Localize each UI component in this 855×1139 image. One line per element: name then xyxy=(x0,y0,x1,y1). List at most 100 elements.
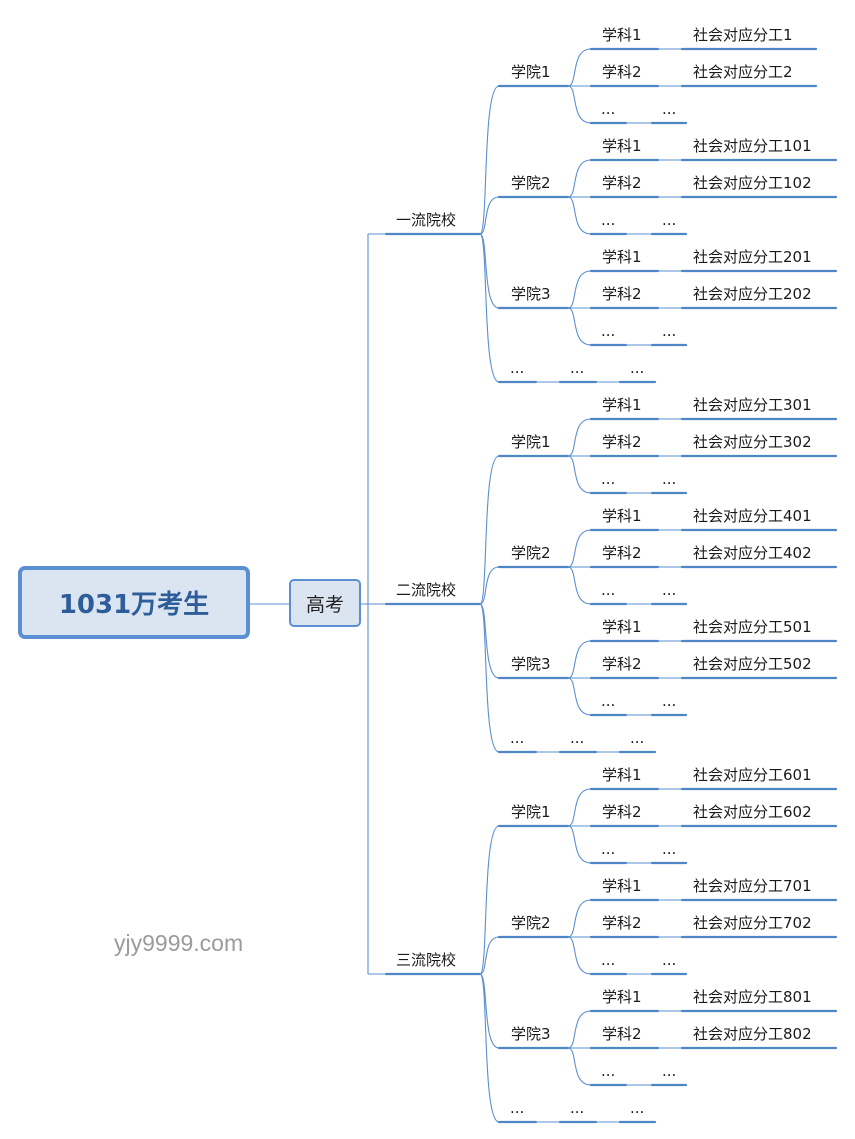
subject-label[interactable]: 学科2 xyxy=(602,174,642,192)
tier-label[interactable]: 三流院校 xyxy=(396,951,456,969)
division-more-label: ... xyxy=(662,581,676,599)
subject-label[interactable]: 学科2 xyxy=(602,544,642,562)
subject-label[interactable]: 学科1 xyxy=(602,507,642,525)
division-label[interactable]: 社会对应分工201 xyxy=(693,248,812,266)
subject-more-label: ... xyxy=(601,322,615,340)
division-label[interactable]: 社会对应分工2 xyxy=(693,63,793,81)
subject-more-label: ... xyxy=(601,100,615,118)
subject-more-label: ... xyxy=(601,581,615,599)
subject-connector xyxy=(567,270,592,309)
college-more-connector xyxy=(479,233,500,383)
root-node[interactable]: 1031万考生 xyxy=(18,566,250,639)
tier-label[interactable]: 一流院校 xyxy=(396,211,456,229)
division-more-label: ... xyxy=(662,322,676,340)
subject-more-connector xyxy=(567,825,592,864)
division-more-label: ... xyxy=(662,692,676,710)
college-label[interactable]: 学院3 xyxy=(511,285,551,303)
college-more-connector xyxy=(479,973,500,1123)
subject-label[interactable]: 学科1 xyxy=(602,618,642,636)
college-more-label-2: ... xyxy=(570,729,584,747)
tier-trunk xyxy=(361,234,369,974)
subject-connector xyxy=(567,788,592,827)
college-connector xyxy=(479,566,500,605)
division-label[interactable]: 社会对应分工702 xyxy=(693,914,812,932)
college-connector xyxy=(479,603,500,679)
division-label[interactable]: 社会对应分工302 xyxy=(693,433,812,451)
subject-label[interactable]: 学科2 xyxy=(602,285,642,303)
subject-label[interactable]: 学科1 xyxy=(602,766,642,784)
subject-label[interactable]: 学科2 xyxy=(602,803,642,821)
college-connector xyxy=(479,233,500,309)
tier-label[interactable]: 二流院校 xyxy=(396,581,456,599)
division-label[interactable]: 社会对应分工402 xyxy=(693,544,812,562)
division-label[interactable]: 社会对应分工401 xyxy=(693,507,812,525)
subject-label[interactable]: 学科1 xyxy=(602,137,642,155)
division-more-label: ... xyxy=(662,1062,676,1080)
division-more-label: ... xyxy=(662,211,676,229)
division-label[interactable]: 社会对应分工502 xyxy=(693,655,812,673)
subject-connector xyxy=(567,529,592,568)
subject-label[interactable]: 学科1 xyxy=(602,877,642,895)
subject-more-connector xyxy=(567,196,592,235)
college-connector xyxy=(479,825,500,975)
subject-more-label: ... xyxy=(601,1062,615,1080)
college-more-label-2: ... xyxy=(570,359,584,377)
college-label[interactable]: 学院1 xyxy=(511,803,551,821)
division-label[interactable]: 社会对应分工102 xyxy=(693,174,812,192)
subject-more-connector xyxy=(567,307,592,346)
college-connector xyxy=(479,936,500,975)
subject-label[interactable]: 学科2 xyxy=(602,914,642,932)
subject-connector xyxy=(567,899,592,938)
subject-label[interactable]: 学科2 xyxy=(602,1025,642,1043)
subject-more-label: ... xyxy=(601,211,615,229)
college-more-label-3: ... xyxy=(630,1099,644,1117)
college-connector xyxy=(479,455,500,605)
college-label[interactable]: 学院3 xyxy=(511,1025,551,1043)
college-label[interactable]: 学院2 xyxy=(511,544,551,562)
division-more-label: ... xyxy=(662,840,676,858)
division-label[interactable]: 社会对应分工501 xyxy=(693,618,812,636)
college-label[interactable]: 学院1 xyxy=(511,433,551,451)
subject-label[interactable]: 学科1 xyxy=(602,396,642,414)
subject-more-label: ... xyxy=(601,470,615,488)
college-label[interactable]: 学院1 xyxy=(511,63,551,81)
college-label[interactable]: 学院2 xyxy=(511,174,551,192)
division-label[interactable]: 社会对应分工301 xyxy=(693,396,812,414)
subject-connector xyxy=(567,640,592,679)
college-label[interactable]: 学院3 xyxy=(511,655,551,673)
division-more-label: ... xyxy=(662,100,676,118)
subject-label[interactable]: 学科1 xyxy=(602,988,642,1006)
subject-more-label: ... xyxy=(601,840,615,858)
division-label[interactable]: 社会对应分工701 xyxy=(693,877,812,895)
subject-connector xyxy=(567,159,592,198)
division-label[interactable]: 社会对应分工1 xyxy=(693,26,793,44)
subject-label[interactable]: 学科2 xyxy=(602,433,642,451)
subject-more-label: ... xyxy=(601,692,615,710)
subject-more-connector xyxy=(567,1047,592,1086)
subject-label[interactable]: 学科1 xyxy=(602,248,642,266)
division-label[interactable]: 社会对应分工202 xyxy=(693,285,812,303)
college-connector xyxy=(479,85,500,235)
subject-label[interactable]: 学科1 xyxy=(602,26,642,44)
subject-more-connector xyxy=(567,936,592,975)
division-label[interactable]: 社会对应分工601 xyxy=(693,766,812,784)
college-connector xyxy=(479,196,500,235)
division-label[interactable]: 社会对应分工101 xyxy=(693,137,812,155)
subject-label[interactable]: 学科2 xyxy=(602,63,642,81)
college-more-label: ... xyxy=(510,1099,524,1117)
subject-more-connector xyxy=(567,455,592,494)
college-more-label: ... xyxy=(510,359,524,377)
subject-label[interactable]: 学科2 xyxy=(602,655,642,673)
gaokao-node[interactable]: 高考 xyxy=(289,579,361,627)
college-more-connector xyxy=(479,603,500,753)
subject-more-connector xyxy=(567,85,592,124)
division-more-label: ... xyxy=(662,470,676,488)
division-label[interactable]: 社会对应分工802 xyxy=(693,1025,812,1043)
division-more-label: ... xyxy=(662,951,676,969)
division-label[interactable]: 社会对应分工602 xyxy=(693,803,812,821)
college-label[interactable]: 学院2 xyxy=(511,914,551,932)
college-more-label-3: ... xyxy=(630,729,644,747)
subject-connector xyxy=(567,418,592,457)
subject-more-label: ... xyxy=(601,951,615,969)
division-label[interactable]: 社会对应分工801 xyxy=(693,988,812,1006)
